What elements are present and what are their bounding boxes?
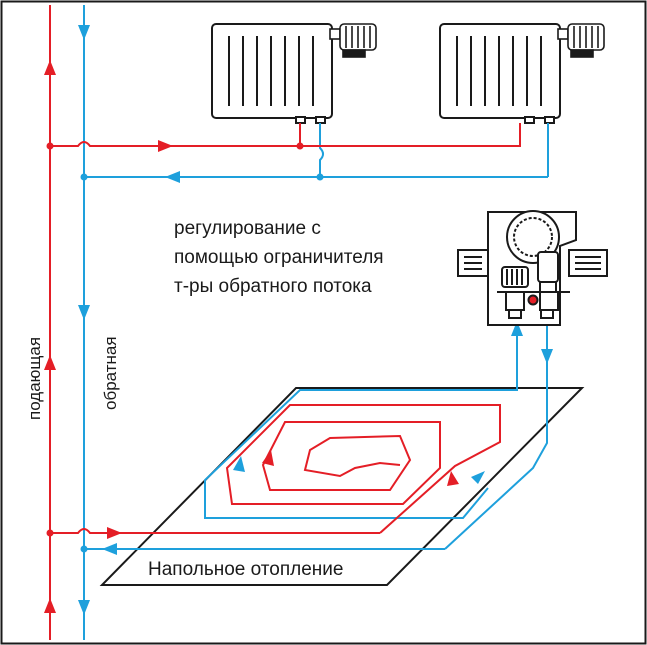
regulation-note-line3: т-ры обратного потока — [174, 276, 372, 297]
regulation-note-line1: регулирование с — [174, 218, 321, 239]
thermostat-valve-left — [329, 23, 377, 58]
radiator-left — [211, 23, 333, 124]
supply-pipe-label: подающая — [25, 337, 44, 420]
return-pipe-label: обратная — [101, 336, 120, 410]
floor-heating-label: Напольное отопление — [148, 559, 343, 580]
flow-arrows — [44, 25, 553, 615]
radiator-right — [439, 23, 561, 124]
thermostat-valve-right — [557, 23, 605, 58]
regulation-note-line2: помощью ограничителя — [174, 247, 384, 268]
return-pipes — [83, 5, 549, 640]
pipe-junctions — [46, 142, 324, 553]
floor-slab — [99, 387, 585, 586]
return-temperature-limiter-unit — [457, 210, 608, 326]
